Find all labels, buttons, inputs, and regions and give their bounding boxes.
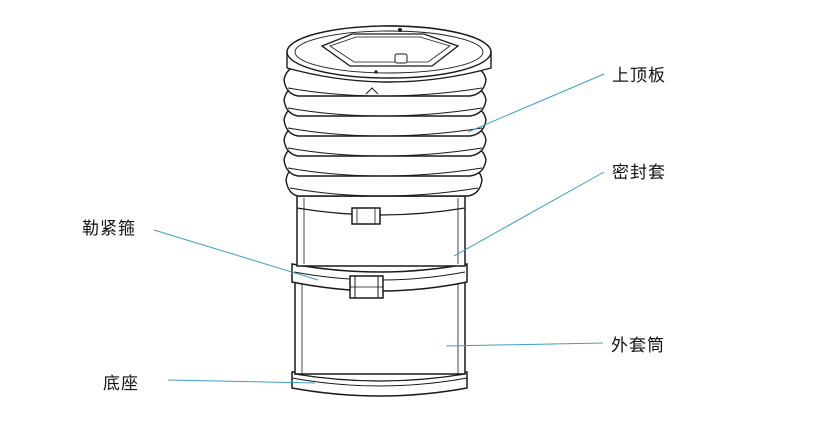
leader-clamp-hoop: [153, 229, 319, 281]
leader-lines: [153, 73, 605, 384]
leader-base: [167, 379, 316, 384]
leader-seal-sleeve: [453, 171, 605, 257]
label-top-plate: 上顶板: [612, 66, 666, 86]
leader-outer-sleeve: [445, 342, 604, 347]
label-seal-sleeve: 密封套: [612, 163, 666, 183]
base-part: [291, 371, 468, 397]
label-outer-sleeve: 外套筒: [611, 336, 665, 356]
label-base: 底座: [103, 374, 139, 394]
seal-sleeve-part: [296, 195, 466, 267]
leader-top-plate: [467, 73, 605, 133]
label-clamp-hoop: 勒紧箍: [82, 219, 136, 239]
clamp-hoop-part: [291, 263, 468, 299]
top-plate-part: [283, 25, 492, 197]
